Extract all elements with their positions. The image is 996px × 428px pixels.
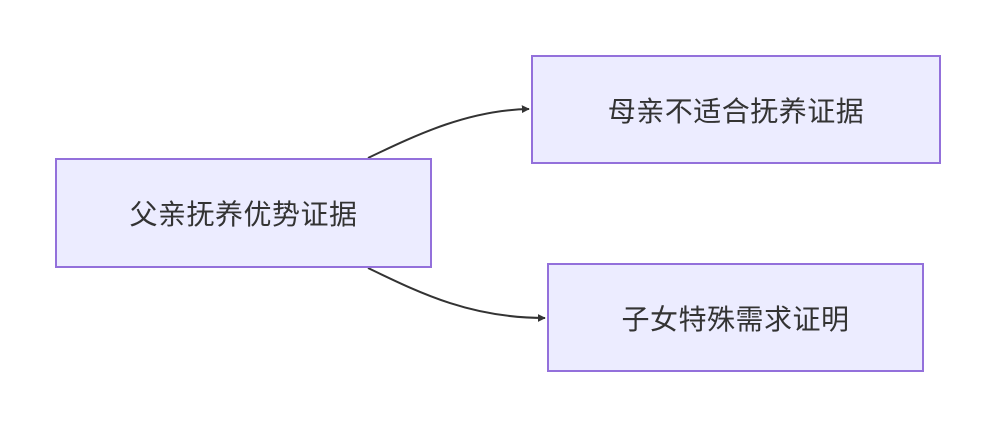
node-father-advantage-evidence: 父亲抚养优势证据 bbox=[55, 158, 432, 268]
node-mother-unsuitable-evidence: 母亲不适合抚养证据 bbox=[531, 55, 941, 164]
node-label: 母亲不适合抚养证据 bbox=[607, 94, 865, 128]
edge-father-to-mother bbox=[367, 105, 530, 159]
node-label: 子女特殊需求证明 bbox=[621, 302, 850, 336]
edge-father-to-child bbox=[367, 267, 546, 322]
node-child-special-needs-proof: 子女特殊需求证明 bbox=[547, 263, 924, 372]
node-label: 父亲抚养优势证据 bbox=[129, 198, 358, 231]
